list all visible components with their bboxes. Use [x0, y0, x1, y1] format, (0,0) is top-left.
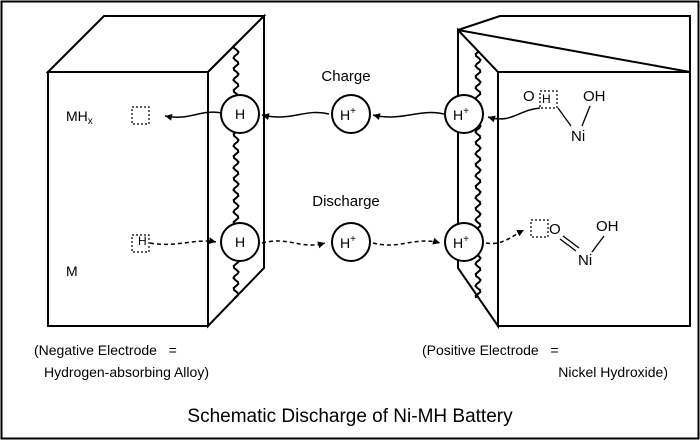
hydrogen-atom-discharge: H	[220, 222, 260, 262]
metal-hydride-label: MHx	[66, 108, 93, 127]
discharge-arrow-3	[372, 237, 441, 246]
charge-arrow-1	[164, 111, 223, 121]
negative-electrode-caption-line1: (Negative Electrode =	[34, 342, 177, 358]
svg-text:H+: H+	[453, 234, 469, 251]
svg-text:OH: OH	[583, 88, 606, 105]
positive-electrode-caption-line2: Nickel Hydroxide)	[558, 364, 668, 380]
positive-electrode-top-face	[457, 15, 691, 74]
svg-text:OH: OH	[596, 218, 619, 235]
negative-electrode-front-face	[47, 71, 209, 327]
vacancy-box-top-right	[539, 90, 558, 109]
nickel-oxyhydroxide-molecule: O OH Ni	[530, 218, 619, 269]
hydrogen-atom-charge: H	[220, 94, 260, 134]
svg-text:H+: H+	[340, 234, 356, 251]
positive-electrode-block	[457, 15, 691, 330]
vacancy-box-bottom-right	[530, 219, 549, 238]
proton-charge-surface: H+	[444, 94, 484, 134]
svg-text:H+: H+	[340, 106, 356, 123]
positive-electrode-wavy-surface	[474, 51, 482, 299]
metal-label: M	[66, 263, 78, 279]
diagram-title: Schematic Discharge of Ni-MH Battery	[187, 406, 513, 427]
svg-text:H: H	[235, 234, 245, 250]
discharge-arrow-4	[485, 229, 525, 245]
negative-electrode-block	[45, 13, 267, 329]
svg-text:H+: H+	[453, 106, 469, 123]
svg-text:Ni: Ni	[578, 252, 592, 269]
charge-arrow-2	[261, 111, 330, 120]
svg-text:O: O	[523, 88, 535, 105]
vacancy-box-bottom-left	[131, 234, 150, 253]
discharge-arrow-2	[261, 240, 326, 249]
charge-label: Charge	[321, 68, 370, 85]
nickel-hydroxide-molecule: O H OH Ni	[523, 88, 606, 145]
positive-electrode-caption-line1: (Positive Electrode =	[422, 342, 559, 358]
vacancy-box-top-left	[131, 106, 150, 125]
proton-discharge-surface: H+	[444, 222, 484, 262]
svg-text:H: H	[542, 92, 551, 106]
svg-text:H: H	[235, 106, 245, 122]
svg-text:Ni: Ni	[571, 128, 585, 145]
hydrogen-in-vacancy-left: H	[138, 234, 147, 248]
proton-discharge-middle: H+	[331, 222, 371, 262]
discharge-label: Discharge	[312, 193, 380, 210]
charge-arrow-3	[372, 111, 445, 121]
svg-text:O: O	[549, 221, 561, 238]
proton-charge-middle: H+	[331, 94, 371, 134]
charge-arrow-4	[487, 107, 541, 123]
negative-electrode-caption-line2: Hydrogen-absorbing Alloy)	[44, 364, 209, 380]
positive-electrode-front-face	[497, 71, 691, 327]
